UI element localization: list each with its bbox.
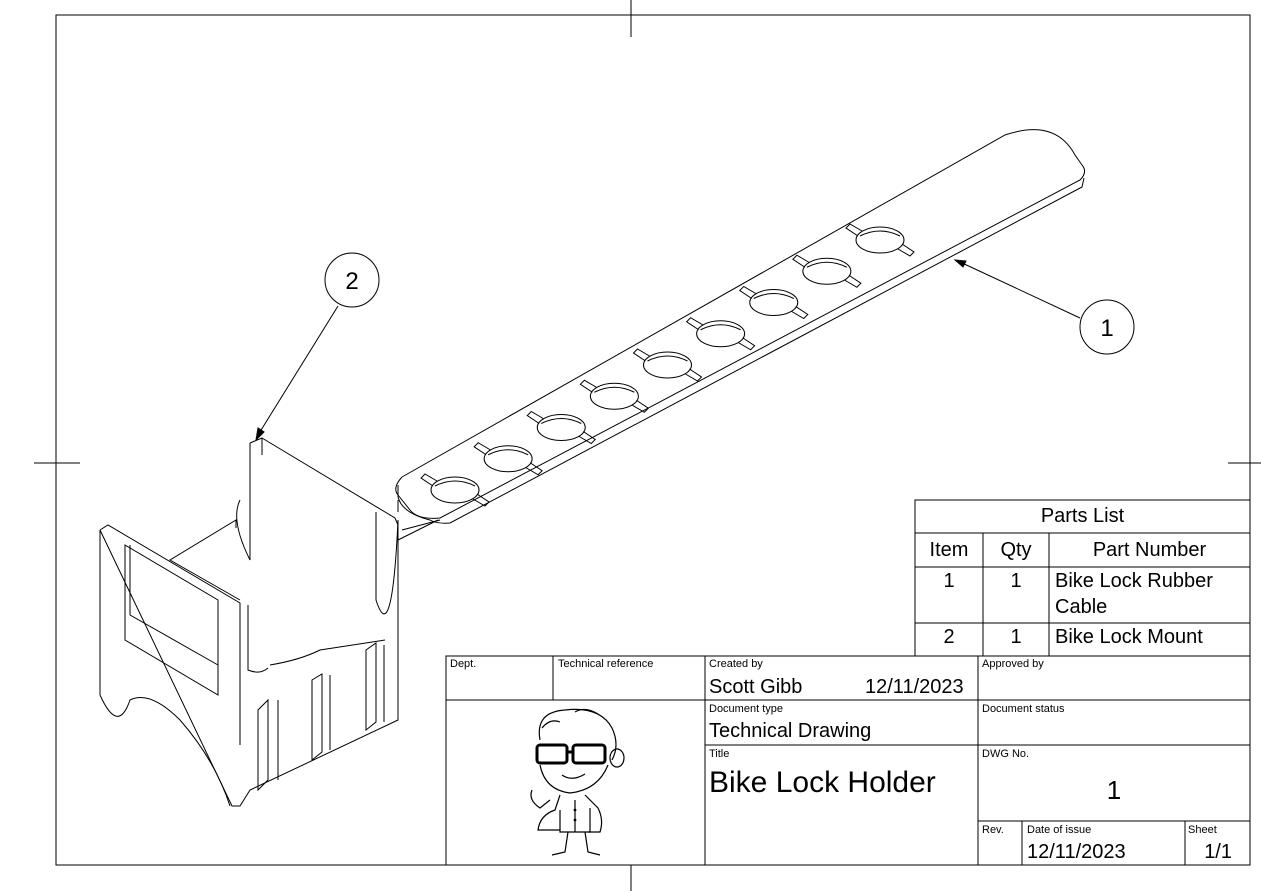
dept-label: Dept.	[450, 658, 477, 670]
title-label: Title	[709, 748, 730, 760]
strap-slot	[738, 285, 809, 320]
strap-slot	[845, 223, 915, 257]
drawing-title: Bike Lock Holder	[709, 766, 936, 799]
strap-slot	[473, 442, 543, 476]
dwg-no-value: 1	[1106, 775, 1122, 805]
sheet-value: 1/1	[1204, 841, 1232, 863]
date-of-issue-value: 12/11/2023	[1027, 841, 1126, 863]
cartoon-avatar-logo	[530, 708, 625, 856]
parts-list-row-1-qty: 1	[1010, 570, 1022, 592]
sheet-label: Sheet	[1188, 824, 1217, 836]
created-by-label: Created by	[709, 658, 763, 670]
parts-list-title: Parts List	[1040, 505, 1125, 527]
title-block-grid	[445, 655, 1251, 866]
document-type-value: Technical Drawing	[709, 720, 872, 742]
strap-slot	[420, 473, 490, 507]
technical-reference-label: Technical reference	[558, 658, 654, 670]
balloon-2: 2	[324, 252, 380, 308]
parts-list-row-2-item: 2	[943, 626, 955, 648]
strap-slot	[526, 410, 597, 445]
balloon-1: 1	[1079, 299, 1135, 355]
rubber-cable-part	[395, 129, 1086, 531]
strap-slot	[792, 254, 862, 288]
parts-list-header-item: Item	[929, 539, 969, 561]
created-date-value: 12/11/2023	[865, 676, 964, 698]
approved-by-label: Approved by	[982, 658, 1044, 670]
dwg-no-label: DWG No.	[982, 748, 1030, 760]
parts-list-row-2-qty: 1	[1010, 626, 1022, 648]
balloon-1-label: 1	[1100, 315, 1113, 342]
parts-list-header-part-number: Part Number	[1092, 539, 1207, 561]
balloon-2-label: 2	[345, 268, 358, 295]
strap-slot	[579, 379, 650, 413]
parts-list-row-2-part-number: Bike Lock Mount	[1055, 626, 1203, 648]
parts-list-table	[914, 499, 1251, 657]
strap-slot	[685, 317, 756, 351]
document-status-label: Document status	[982, 703, 1065, 715]
rev-label: Rev.	[982, 824, 1004, 836]
document-type-label: Document type	[709, 703, 783, 715]
parts-list-header-qty: Qty	[1000, 539, 1032, 561]
parts-list-row-1-part-number: Bike Lock Rubber Cable	[1055, 570, 1213, 618]
parts-list-row-1-item: 1	[943, 570, 955, 592]
date-of-issue-label: Date of issue	[1027, 824, 1092, 836]
lock-mount-part	[99, 437, 439, 807]
strap-slot	[632, 348, 703, 382]
created-by-value: Scott Gibb	[709, 676, 803, 698]
leader-lines	[255, 259, 1081, 442]
